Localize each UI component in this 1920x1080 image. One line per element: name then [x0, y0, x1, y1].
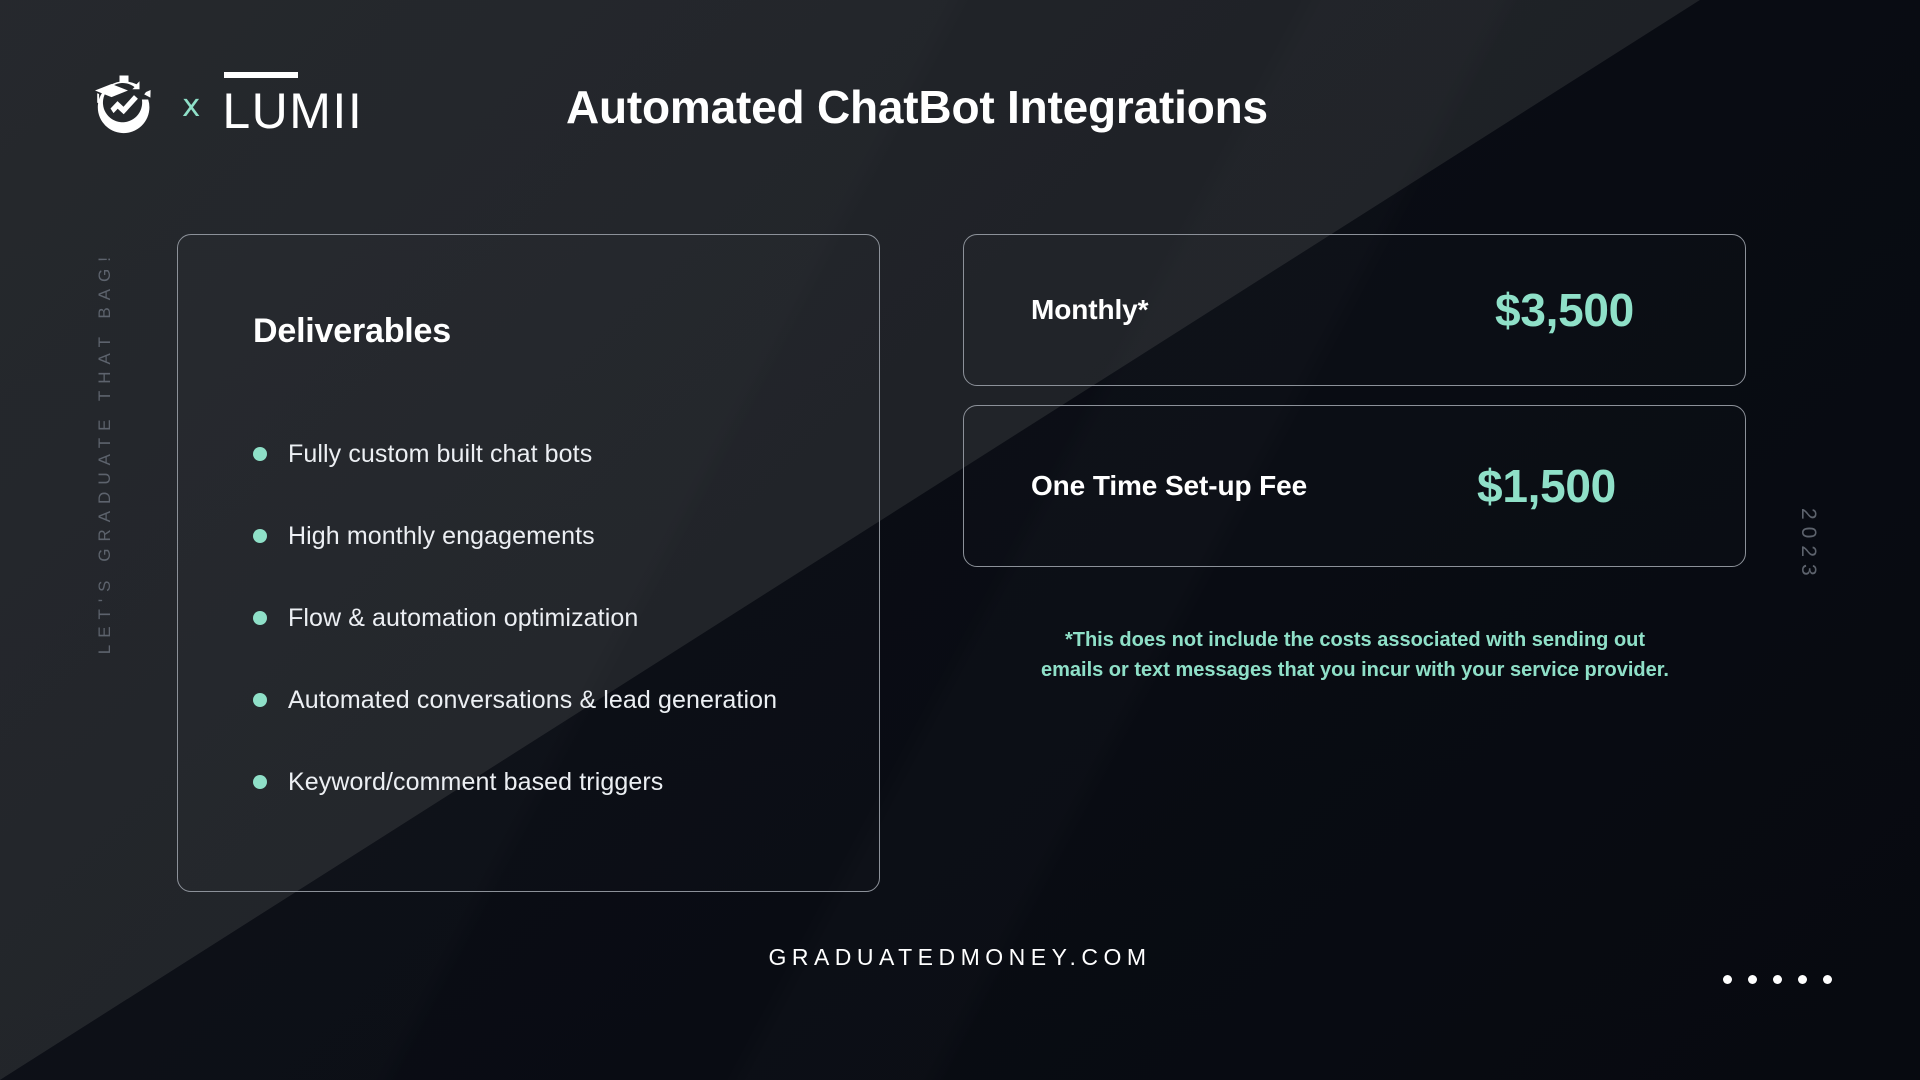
dot-icon — [1823, 975, 1832, 984]
bullet-icon — [253, 529, 267, 543]
brand-lockup: x LUMII — [88, 68, 363, 140]
collab-x-icon: x — [182, 87, 201, 124]
price-label: Monthly* — [1031, 294, 1149, 325]
dot-icon — [1723, 975, 1732, 984]
side-tagline: LET'S GRADUATE THAT BAG! — [85, 250, 125, 830]
side-year: 2023 — [1788, 480, 1828, 610]
deliverables-card: Deliverables Fully custom built chat bot… — [177, 234, 880, 892]
price-card-monthly: Monthly* $3,500 — [963, 234, 1746, 386]
list-item-label: High monthly engagements — [288, 521, 595, 550]
price-value: $1,500 — [1477, 460, 1616, 512]
dot-icon — [1773, 975, 1782, 984]
list-item-label: Keyword/comment based triggers — [288, 767, 664, 796]
pricing-footnote: *This does not include the costs associa… — [1040, 629, 1669, 681]
list-item: Flow & automation optimization — [253, 577, 849, 659]
bullet-icon — [253, 775, 267, 789]
list-item: Keyword/comment based triggers — [253, 741, 849, 823]
price-value: $3,500 — [1495, 284, 1634, 336]
page-title: Automated ChatBot Integrations — [566, 81, 1268, 133]
bullet-icon — [253, 447, 267, 461]
bullet-icon — [253, 693, 267, 707]
list-item-label: Automated conversations & lead generatio… — [288, 685, 778, 714]
slide-header: x LUMII Automated ChatBot Integrations — [0, 0, 1920, 200]
graduation-cap-growth-logo-icon — [95, 75, 151, 134]
footer-dots-decoration — [1723, 975, 1832, 984]
dot-icon — [1798, 975, 1807, 984]
list-item-label: Flow & automation optimization — [288, 603, 639, 632]
list-item-label: Fully custom built chat bots — [288, 439, 593, 468]
list-item: High monthly engagements — [253, 495, 849, 577]
list-item: Automated conversations & lead generatio… — [253, 659, 849, 741]
deliverables-list: Fully custom built chat bots High monthl… — [253, 413, 849, 823]
side-year-text: 2023 — [1797, 507, 1820, 583]
deliverables-title: Deliverables — [253, 312, 451, 350]
partner-logo-lumii: LUMII — [222, 72, 363, 136]
footer-website-url: GRADUATEDMONEY.COM — [768, 944, 1152, 970]
bullet-icon — [253, 611, 267, 625]
price-card-setup-fee: One Time Set-up Fee $1,500 — [963, 405, 1746, 567]
list-item: Fully custom built chat bots — [253, 413, 849, 495]
side-tagline-text: LET'S GRADUATE THAT BAG! — [95, 250, 114, 655]
dot-icon — [1748, 975, 1757, 984]
price-label: One Time Set-up Fee — [1031, 470, 1308, 501]
